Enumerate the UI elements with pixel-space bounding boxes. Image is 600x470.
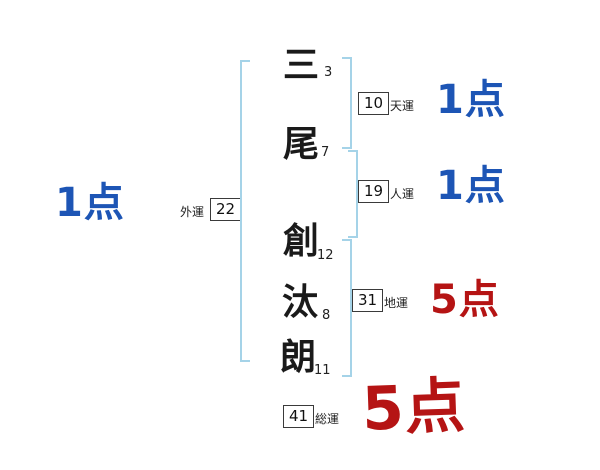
ten-un-score: 1点 xyxy=(436,77,506,123)
jin-un-score: 1点 xyxy=(436,163,506,209)
name-char-4: 汰 xyxy=(282,282,319,323)
stroke-count-1: 3 xyxy=(324,65,333,80)
jin-un-label: 人運 xyxy=(390,187,415,201)
sou-un-value-box: 41 xyxy=(283,405,315,428)
chi-un-score: 5点 xyxy=(430,277,500,323)
ten-un-value-box: 10 xyxy=(358,92,390,115)
name-char-2: 尾 xyxy=(283,124,320,165)
name-char-3: 創 xyxy=(283,221,320,262)
chi-un-value-box: 31 xyxy=(352,289,384,312)
jin-un-value-box: 19 xyxy=(358,180,390,203)
sou-un-label: 総運 xyxy=(315,412,340,426)
bracket-outer-left xyxy=(240,60,250,362)
chi-un-label: 地運 xyxy=(384,296,409,310)
gai-un-value-box: 22 xyxy=(210,198,242,221)
sou-un-score: 5点 xyxy=(360,371,467,445)
name-char-5: 朗 xyxy=(280,337,317,378)
gai-un-label: 外運 xyxy=(180,205,205,219)
gai-un-score: 1点 xyxy=(55,180,125,226)
ten-un-label: 天運 xyxy=(390,99,415,113)
stroke-count-4: 8 xyxy=(322,308,331,323)
bracket-chi-un xyxy=(342,239,352,377)
bracket-jin-un xyxy=(348,150,358,238)
name-char-1: 三 xyxy=(283,45,320,86)
bracket-ten-un xyxy=(342,57,352,149)
stroke-count-3: 12 xyxy=(317,248,334,263)
stroke-count-5: 11 xyxy=(314,363,331,378)
stroke-count-2: 7 xyxy=(321,145,330,160)
